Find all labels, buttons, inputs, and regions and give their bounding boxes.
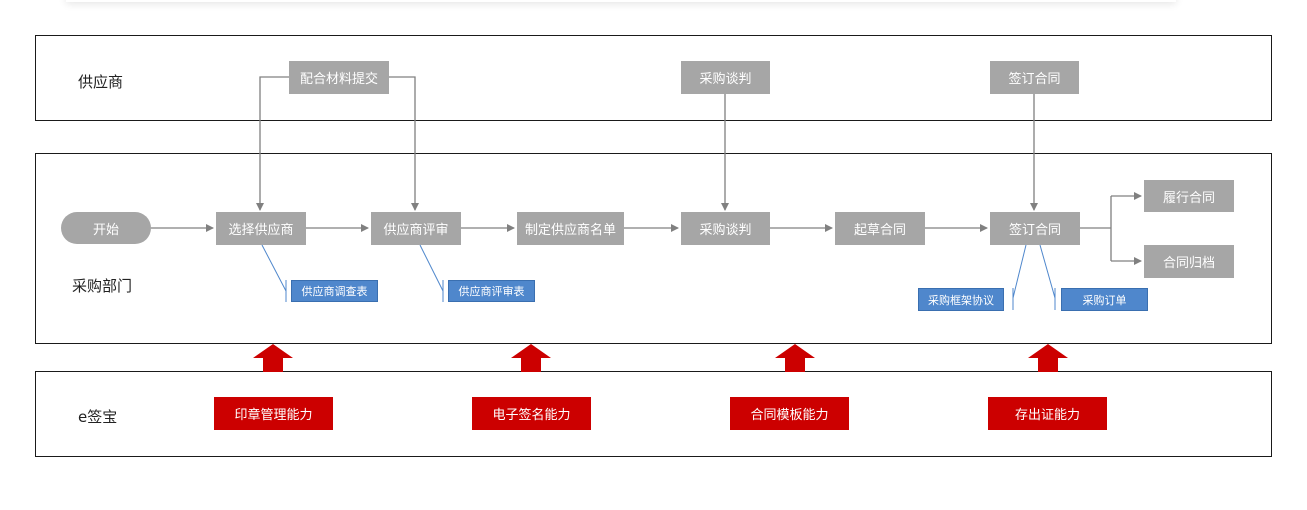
- supplier-step-negotiation: 采购谈判: [681, 61, 770, 94]
- process-draft-contract: 起草合同: [835, 212, 925, 245]
- doc-supplier-review-form: 供应商评审表: [448, 280, 535, 302]
- lane-label-esign: e签宝: [78, 408, 118, 426]
- doc-supplier-survey: 供应商调查表: [291, 280, 378, 302]
- flow-materials-to-select: [256, 76, 289, 211]
- lane-procurement: [35, 153, 1272, 344]
- process-archive-contract: 合同归档: [1144, 245, 1234, 278]
- red-arrow-template: [775, 344, 815, 372]
- process-supplier-list: 制定供应商名单: [517, 212, 624, 245]
- process-start: 开始: [61, 212, 151, 244]
- red-arrow-signature: [511, 344, 551, 372]
- lane-label-supplier: 供应商: [78, 73, 124, 91]
- red-arrow-seal: [253, 344, 293, 372]
- process-select-supplier: 选择供应商: [216, 212, 306, 245]
- process-negotiation: 采购谈判: [681, 212, 770, 245]
- capability-contract-template: 合同模板能力: [730, 397, 849, 430]
- process-supplier-review: 供应商评审: [371, 212, 461, 245]
- red-arrow-evidence: [1028, 344, 1068, 372]
- capability-evidence-storage: 存出证能力: [988, 397, 1107, 430]
- flow-sign-branch: [1080, 196, 1112, 261]
- callout-survey: [261, 244, 287, 302]
- top-shadow-bar: [66, 0, 1176, 2]
- doc-framework-agreement: 采购框架协议: [918, 288, 1004, 311]
- process-sign-contract: 签订合同: [990, 212, 1080, 245]
- flow-materials-to-review: [389, 76, 419, 211]
- capability-seal-management: 印章管理能力: [214, 397, 333, 430]
- callout-order: [1039, 244, 1056, 310]
- lane-label-procurement: 采购部门: [72, 277, 133, 295]
- supplier-step-sign: 签订合同: [990, 61, 1079, 94]
- callout-framework: [1012, 244, 1027, 310]
- callout-review-form: [419, 244, 444, 302]
- doc-purchase-order: 采购订单: [1061, 288, 1148, 311]
- capability-e-signature: 电子签名能力: [472, 397, 591, 430]
- supplier-step-materials: 配合材料提交: [289, 61, 389, 94]
- process-perform-contract: 履行合同: [1144, 180, 1234, 212]
